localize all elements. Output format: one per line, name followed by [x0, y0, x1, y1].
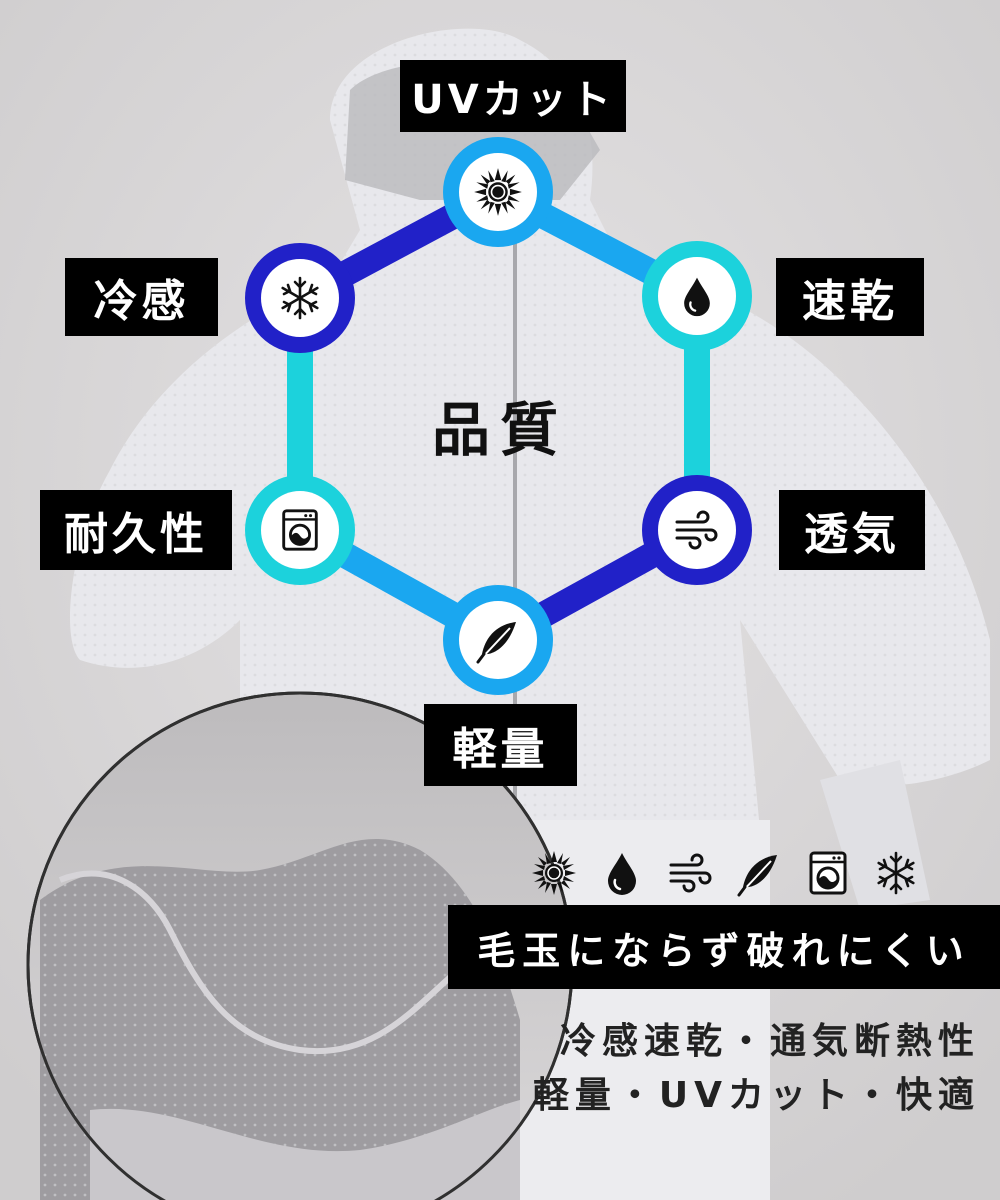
label-lightweight: 軽量 [424, 704, 577, 786]
fabric-closeup [26, 691, 574, 1200]
feather-icon [735, 849, 783, 897]
node-lightweight [443, 585, 553, 695]
sun-icon [473, 167, 523, 217]
tagline-banner: 毛玉にならず破れにくい [448, 905, 1000, 989]
node-quick-dry [642, 241, 752, 351]
water-drop-icon [598, 849, 646, 897]
snowflake-icon [872, 849, 920, 897]
label-cooling: 冷感 [65, 258, 218, 336]
label-durability: 耐久性 [40, 490, 232, 570]
label-breathable: 透気 [779, 490, 925, 570]
wind-icon [667, 849, 715, 897]
washing-machine-icon [804, 849, 852, 897]
node-durability [245, 475, 355, 585]
quality-title: 品質 [431, 396, 568, 464]
description-line-1: 冷感速乾・通気断熱性 [559, 1021, 980, 1062]
label-quick-dry: 速乾 [776, 258, 924, 336]
label-uv-cut: UVカット [400, 60, 626, 132]
description-line-2: 軽量・UVカット・快適 [532, 1075, 980, 1116]
feature-icon-row [530, 848, 920, 898]
node-cool [245, 243, 355, 353]
node-uv [443, 137, 553, 247]
sun-icon [530, 849, 578, 897]
node-breathable [642, 475, 752, 585]
washing-machine-icon [282, 509, 318, 551]
